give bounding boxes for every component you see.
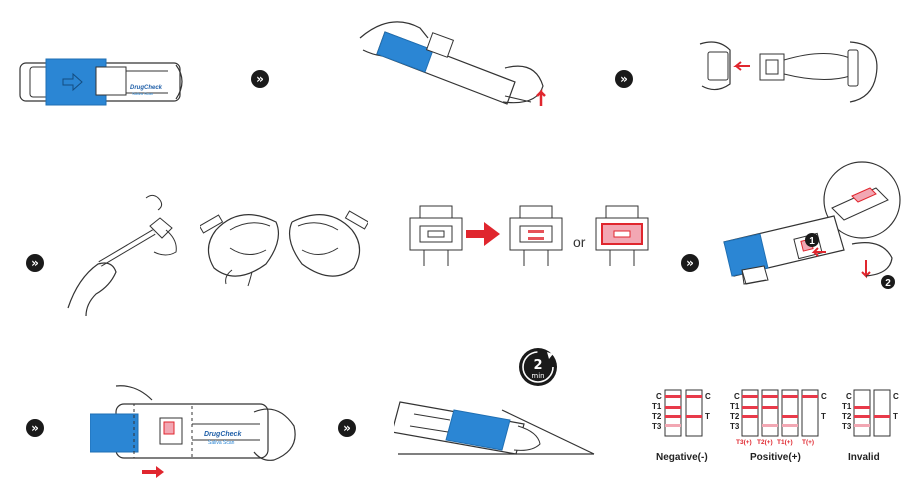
results-panel: C T1 T2 T3 C T C T1 T2 T3 C T bbox=[652, 389, 899, 463]
indicator-before bbox=[409, 205, 463, 266]
indicator-partial bbox=[509, 205, 563, 266]
result-negative-label: Negative(-) bbox=[656, 452, 708, 463]
strip-label-t2: T2 bbox=[842, 412, 852, 421]
strip-label-t: T bbox=[893, 412, 898, 421]
next-step-icon: » bbox=[615, 70, 633, 88]
positive-tag: T(+) bbox=[802, 439, 814, 446]
indicator-arrow bbox=[466, 222, 500, 246]
positive-tag: T2(+) bbox=[757, 439, 773, 446]
result-positive-label: Positive(+) bbox=[750, 452, 801, 463]
next-step-icon: » bbox=[26, 254, 44, 272]
strip-label-t2: T2 bbox=[652, 412, 662, 421]
timer-value: 2 bbox=[533, 358, 542, 373]
or-label: or bbox=[573, 234, 586, 250]
device-brand-sub: Saliva Scan bbox=[208, 440, 235, 446]
strip-label-t1: T1 bbox=[730, 402, 740, 411]
device-brand-label: DrugCheck bbox=[130, 85, 163, 91]
device-illustration-step7: DrugCheck Saliva Scan bbox=[90, 385, 296, 478]
next-step-icon: » bbox=[338, 419, 356, 437]
callout-1: 1 bbox=[809, 236, 815, 247]
device-illustration-step3 bbox=[699, 41, 878, 103]
strip-label-c: C bbox=[821, 392, 827, 401]
device-illustration-step6: 1 2 bbox=[723, 161, 901, 289]
strip-label-c: C bbox=[846, 392, 852, 401]
device-illustration-step4 bbox=[67, 194, 177, 317]
next-step-icon: » bbox=[26, 419, 44, 437]
strip-label-c: C bbox=[705, 392, 711, 401]
strip-label-c: C bbox=[734, 392, 740, 401]
callout-2: 2 bbox=[885, 278, 891, 289]
strip-label-c: C bbox=[893, 392, 899, 401]
timer-unit: min bbox=[531, 372, 544, 380]
strip-label-t3: T3 bbox=[842, 422, 852, 431]
strip-label-t: T bbox=[705, 412, 710, 421]
device-brand-label: DrugCheck bbox=[204, 431, 242, 438]
strip-label-t3: T3 bbox=[652, 422, 662, 431]
mouth-illustration bbox=[200, 210, 368, 287]
strip-label-t2: T2 bbox=[730, 412, 740, 421]
device-illustration-step8 bbox=[394, 401, 595, 455]
device-illustration-step2 bbox=[359, 21, 546, 106]
result-invalid-label: Invalid bbox=[848, 452, 880, 463]
positive-tag: T1(+) bbox=[777, 439, 793, 446]
device-brand-sub: Saliva Scan bbox=[132, 91, 153, 96]
device-illustration-step1: DrugCheck Saliva Scan bbox=[19, 58, 183, 106]
next-step-icon: » bbox=[681, 254, 699, 272]
indicator-full bbox=[595, 205, 649, 266]
timer-icon: 2 min bbox=[519, 348, 557, 386]
strip-label-c: C bbox=[656, 392, 662, 401]
strip-label-t: T bbox=[821, 412, 826, 421]
strip-label-t3: T3 bbox=[730, 422, 740, 431]
positive-tag: T3(+) bbox=[736, 439, 752, 446]
strip-label-t1: T1 bbox=[652, 402, 662, 411]
next-step-icon: » bbox=[251, 70, 269, 88]
strip-label-t1: T1 bbox=[842, 402, 852, 411]
